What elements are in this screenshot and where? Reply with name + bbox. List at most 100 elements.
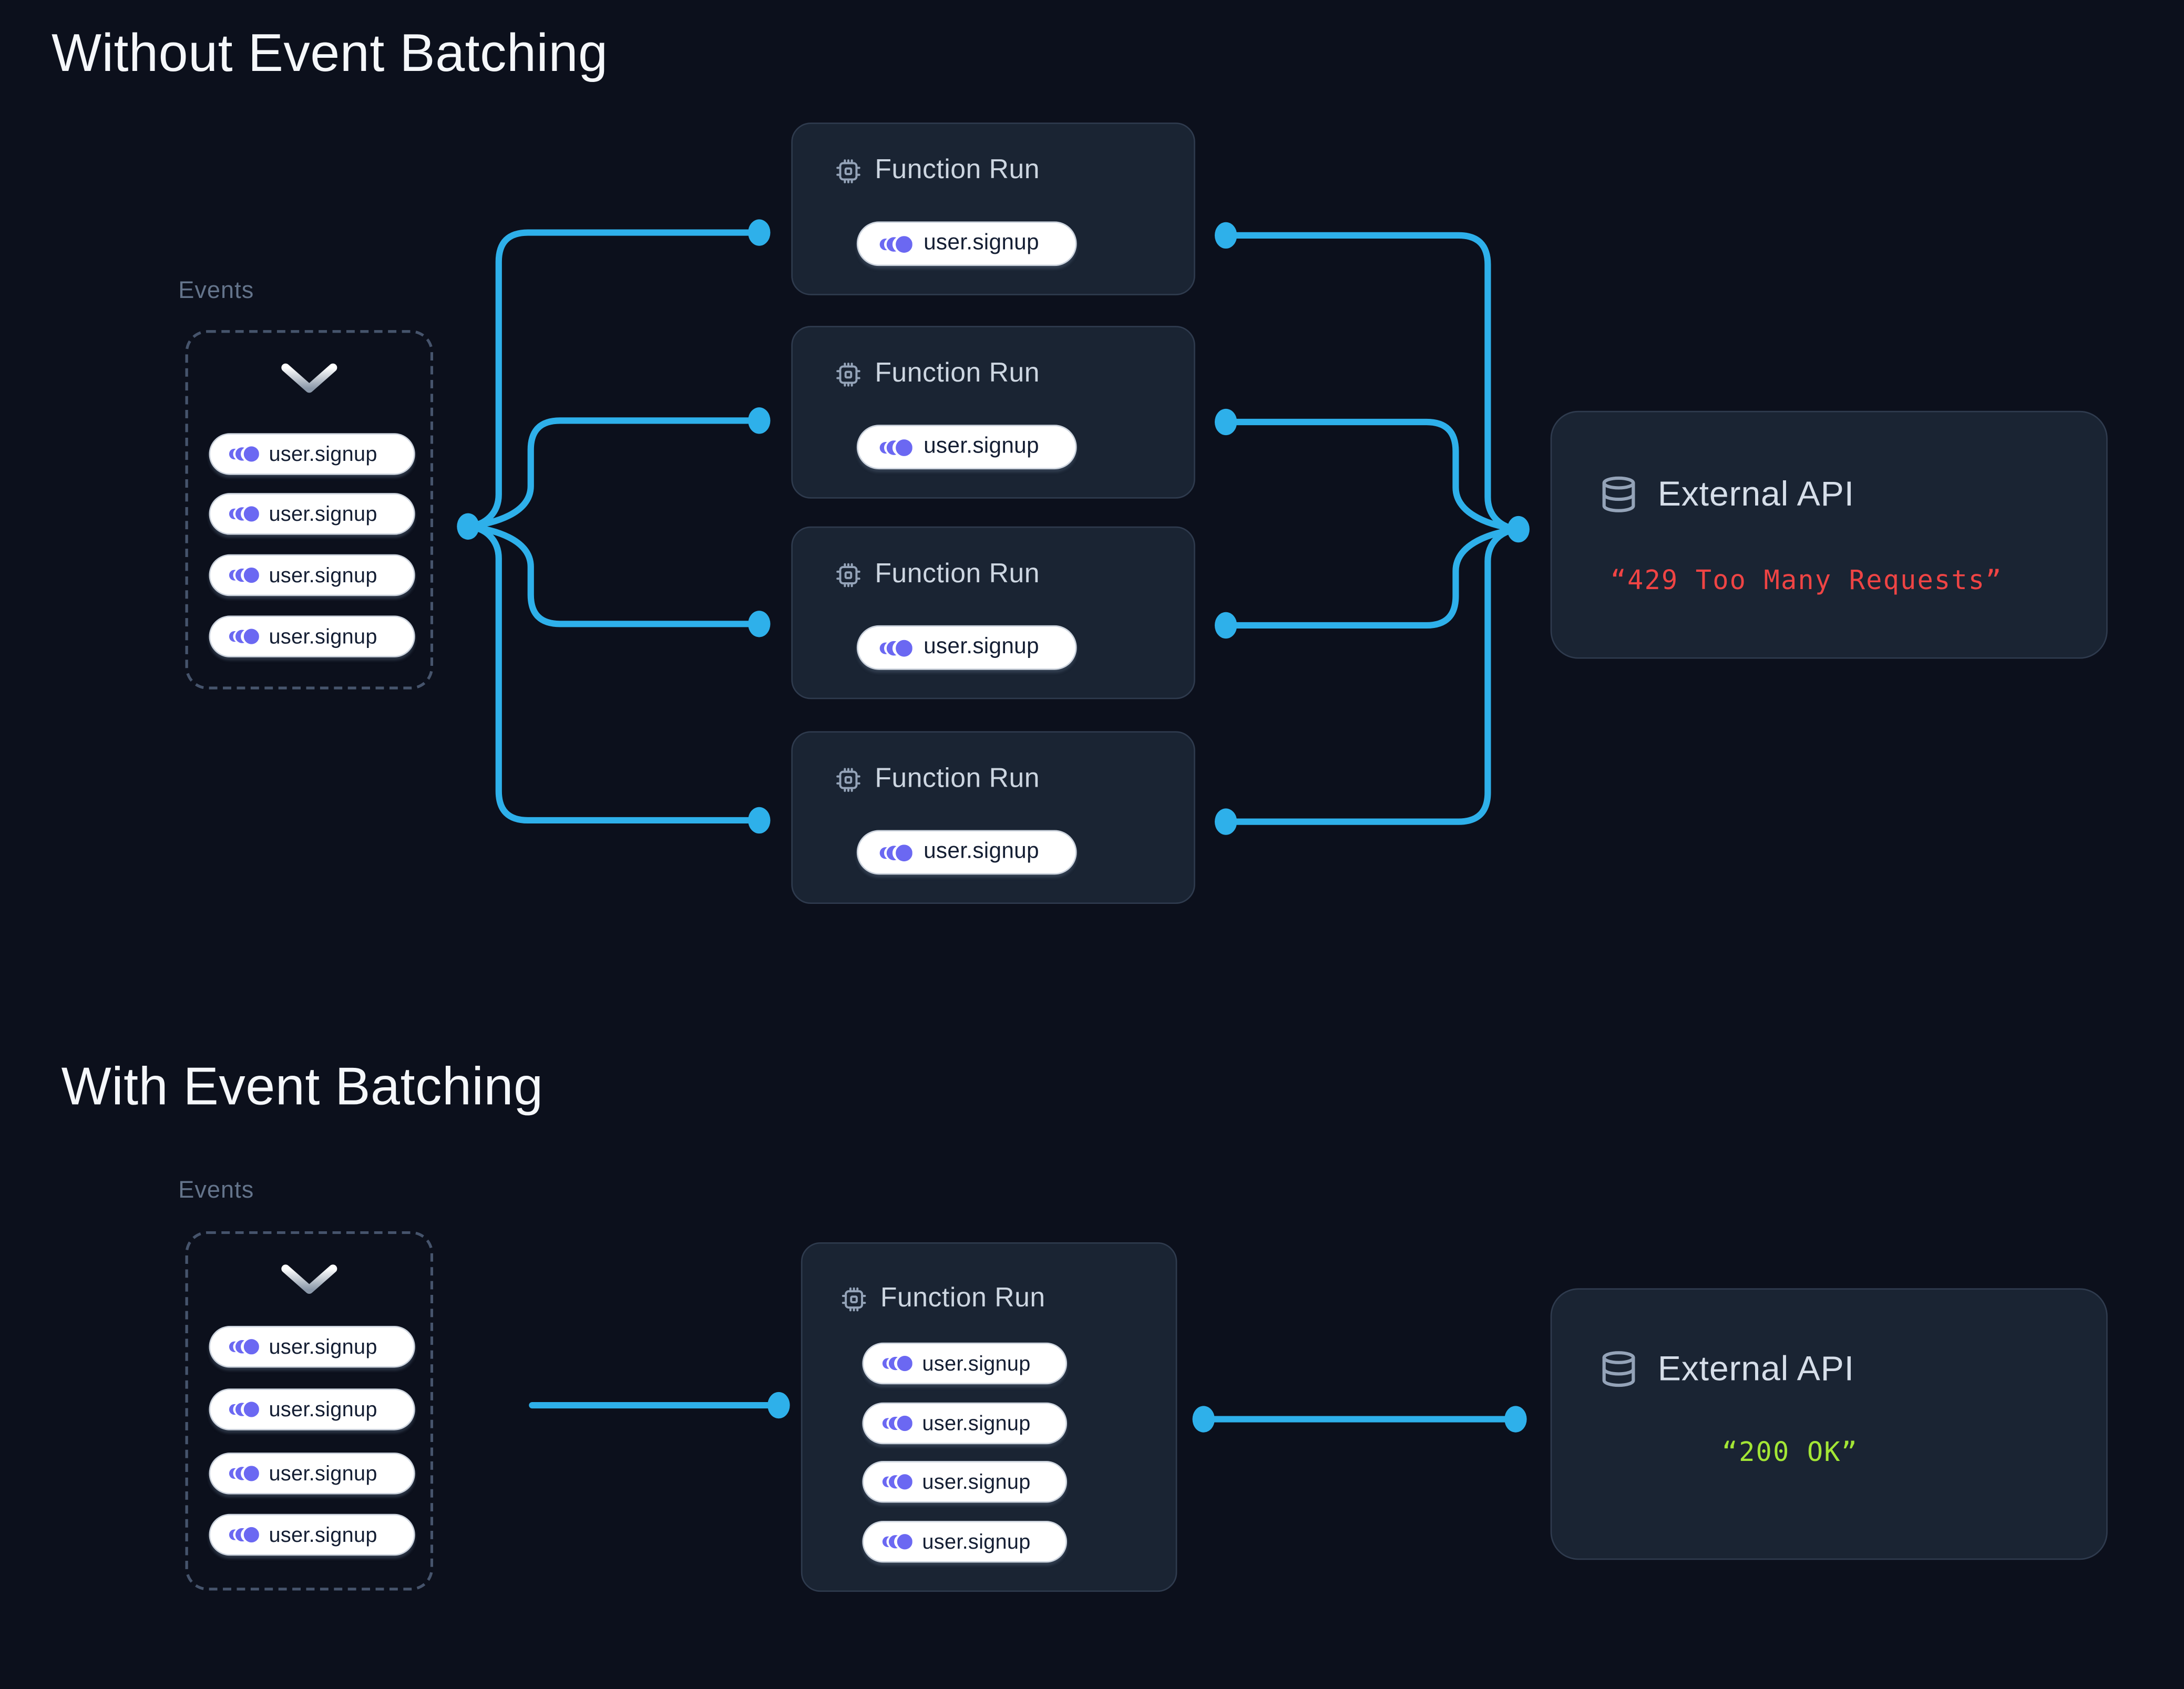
event-icon [879, 437, 912, 458]
wire-dot [748, 611, 771, 637]
event-icon [879, 637, 912, 658]
wire-dot [748, 219, 771, 246]
event-pill: user.signup [209, 1513, 415, 1556]
event-pill: user.signup [862, 1342, 1068, 1385]
database-icon [1599, 1348, 1638, 1390]
event-pill: user.signup [209, 1325, 415, 1368]
event-pill-label: user.signup [269, 442, 377, 466]
event-pill-label: user.signup [922, 1411, 1031, 1436]
function-run-title: Function Run [875, 763, 1040, 794]
wire-fanin-3 [1223, 526, 1522, 629]
event-icon [882, 1532, 912, 1551]
function-run-title: Function Run [875, 155, 1040, 186]
event-icon [229, 1525, 259, 1544]
event-pill-label: user.signup [269, 624, 377, 648]
event-pill: user.signup [856, 425, 1077, 470]
events-panel: user.signup user.signup user.signup user… [185, 1231, 434, 1591]
cpu-icon [834, 157, 862, 184]
event-pill: user.signup [862, 1521, 1068, 1563]
event-pill-label: user.signup [924, 434, 1039, 458]
event-pill-label: user.signup [269, 1461, 377, 1486]
event-icon [879, 233, 912, 254]
external-api-title: External API [1657, 1348, 1854, 1388]
wire-fanout-1 [465, 229, 763, 530]
event-pill-label: user.signup [922, 1530, 1031, 1554]
external-api-card: External API “429 Too Many Requests” [1550, 410, 2108, 659]
function-run-title: Function Run [880, 1282, 1045, 1314]
chevron-down-icon [279, 1262, 340, 1298]
external-api-title: External API [1657, 474, 1854, 513]
wire-dot [767, 1392, 790, 1419]
event-icon [229, 1399, 259, 1419]
wire-dot [1507, 516, 1530, 543]
events-label: Events [178, 1177, 254, 1203]
cpu-icon [840, 1285, 868, 1313]
wire-dot [1214, 808, 1237, 835]
event-icon [229, 1337, 259, 1356]
event-pill-label: user.signup [269, 563, 377, 588]
wire-fanout-4 [465, 523, 763, 824]
api-response-error: “429 Too Many Requests” [1610, 565, 2003, 596]
event-icon [229, 565, 259, 585]
cpu-icon [834, 561, 862, 589]
external-api-card: External API “200 OK” [1550, 1288, 2108, 1560]
wire-dot [457, 513, 479, 540]
event-pill-label: user.signup [269, 502, 377, 526]
wire-dot [1214, 612, 1237, 639]
event-pill: user.signup [856, 221, 1077, 266]
event-pill-label: user.signup [269, 1397, 377, 1422]
event-icon [229, 504, 259, 523]
event-pill: user.signup [209, 615, 415, 657]
event-pill: user.signup [209, 433, 415, 475]
event-pill-label: user.signup [924, 231, 1039, 255]
event-pill: user.signup [209, 1453, 415, 1495]
event-pill-label: user.signup [269, 1522, 377, 1547]
event-pill-label: user.signup [922, 1352, 1031, 1376]
function-run-card: Function Run user.signup [791, 731, 1195, 904]
chevron-down-icon [279, 361, 340, 397]
cpu-icon [834, 765, 862, 793]
event-pill: user.signup [209, 554, 415, 596]
database-icon [1599, 473, 1638, 516]
event-pill-label: user.signup [924, 840, 1039, 864]
event-pill-label: user.signup [269, 1335, 377, 1359]
wire-dot [1504, 1406, 1527, 1433]
wire-dot [748, 407, 771, 434]
event-icon [229, 444, 259, 464]
event-icon [229, 1464, 259, 1483]
function-run-card: Function Run user.signup [791, 326, 1195, 499]
event-pill: user.signup [856, 625, 1077, 670]
event-pill-label: user.signup [922, 1470, 1031, 1494]
function-run-title: Function Run [875, 358, 1040, 389]
event-pill: user.signup [209, 1388, 415, 1430]
function-run-title: Function Run [875, 558, 1040, 590]
wire-fanin-1 [1223, 232, 1522, 533]
event-pill: user.signup [862, 1402, 1068, 1445]
event-icon [882, 1472, 912, 1491]
wire-fanout-2 [465, 417, 763, 530]
wire-fanin-4 [1223, 526, 1522, 825]
function-run-card: Function Run user.signup [791, 122, 1195, 295]
section-title-without-batching: Without Event Batching [52, 25, 608, 84]
wire-fanin-2 [1223, 418, 1522, 533]
wire-dot [748, 807, 771, 834]
event-pill-label: user.signup [924, 635, 1039, 659]
section-title-with-batching: With Event Batching [61, 1058, 544, 1117]
function-run-card-batched: Function Run user.signup user.signup use… [801, 1242, 1177, 1592]
wire-dot [1192, 1406, 1215, 1433]
event-icon [229, 627, 259, 646]
event-icon [882, 1354, 912, 1373]
function-run-card: Function Run user.signup [791, 526, 1195, 699]
wire-dot [1214, 408, 1237, 436]
event-pill: user.signup [856, 830, 1077, 875]
api-response-success: “200 OK” [1721, 1437, 1859, 1468]
wire-fanout-3 [465, 523, 763, 627]
wire-dot [1214, 222, 1237, 249]
events-label: Events [178, 277, 254, 304]
cpu-icon [834, 360, 862, 388]
event-icon [879, 842, 912, 863]
event-pill: user.signup [209, 493, 415, 535]
event-pill: user.signup [862, 1461, 1068, 1503]
events-panel: user.signup user.signup user.signup user… [185, 330, 434, 689]
